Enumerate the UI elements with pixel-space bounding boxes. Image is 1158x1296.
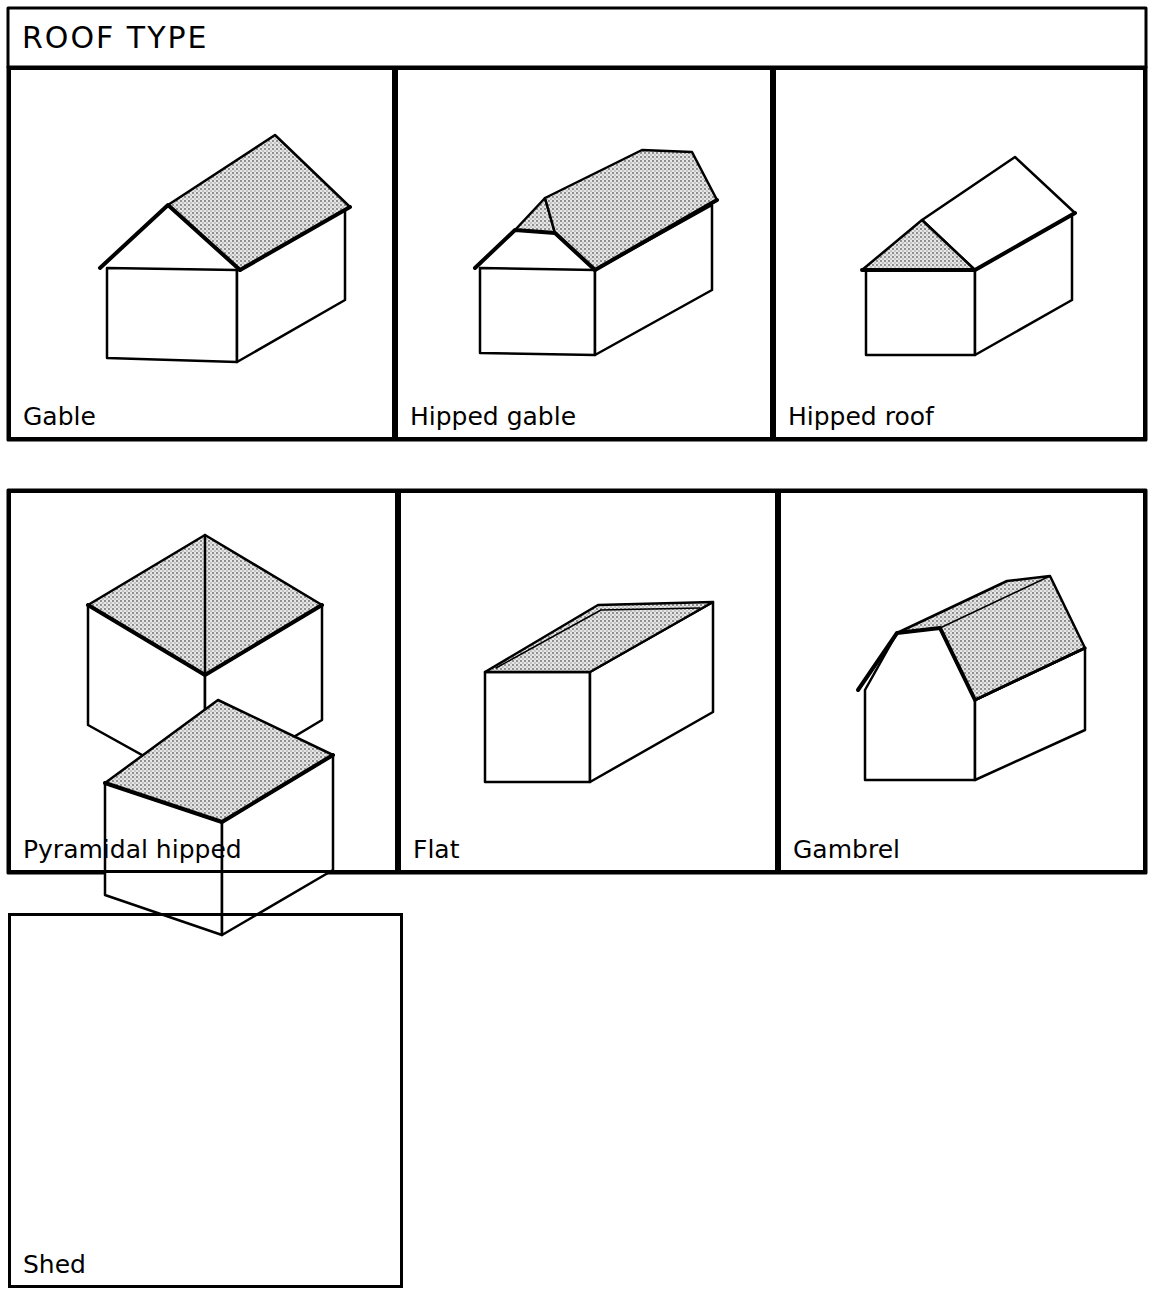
diagram-title: ROOF TYPE xyxy=(22,20,209,55)
roof-panel: Shed xyxy=(8,913,403,1288)
roof-panel: Hipped gable xyxy=(395,67,773,440)
roof-panel: Gambrel xyxy=(778,490,1146,873)
roof-caption: Gable xyxy=(23,402,96,431)
roof-caption: Hipped roof xyxy=(788,402,934,431)
roof-panel: Pyramidal hipped xyxy=(8,490,398,873)
roof-caption: Hipped gable xyxy=(410,402,576,431)
roof-caption: Gambrel xyxy=(793,835,900,864)
roof-caption: Pyramidal hipped xyxy=(23,835,242,864)
roof-panel: Flat xyxy=(398,490,778,873)
roof-caption: Shed xyxy=(23,1250,86,1279)
roof-caption: Flat xyxy=(413,835,459,864)
roof-panel: Hipped roof xyxy=(773,67,1146,440)
roof-panel: Gable xyxy=(8,67,395,440)
